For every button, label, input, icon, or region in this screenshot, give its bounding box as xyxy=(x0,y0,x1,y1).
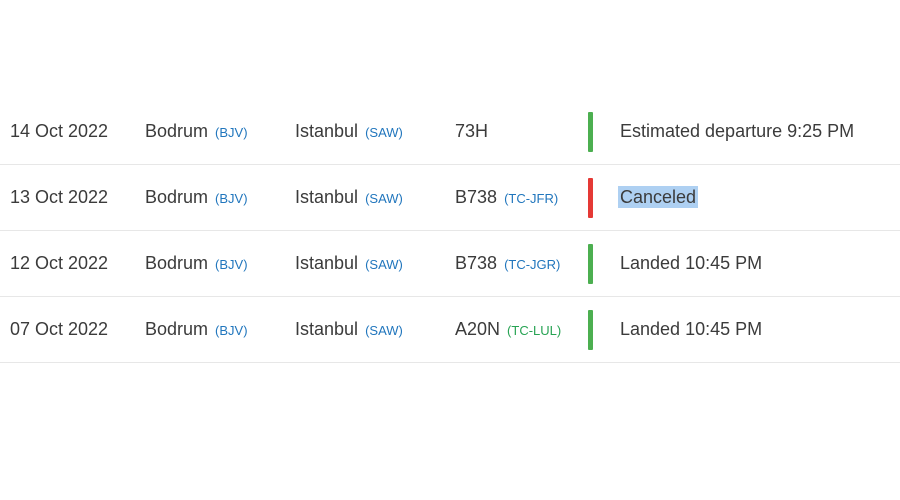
origin-code-link[interactable]: (BJV) xyxy=(215,125,248,140)
destination-code-link[interactable]: (SAW) xyxy=(365,125,403,140)
flight-date: 12 Oct 2022 xyxy=(10,253,109,273)
registration-link[interactable]: (TC-LUL) xyxy=(507,323,562,338)
destination-code-link[interactable]: (SAW) xyxy=(365,257,403,272)
destination-cell: Istanbul (SAW) xyxy=(295,319,455,340)
aircraft-type: A20N xyxy=(455,319,501,339)
flight-date: 13 Oct 2022 xyxy=(10,187,109,207)
destination-city: Istanbul xyxy=(295,253,359,273)
status-cell: Landed 10:45 PM xyxy=(618,319,900,340)
destination-cell: Istanbul (SAW) xyxy=(295,121,455,142)
destination-city: Istanbul xyxy=(295,319,359,339)
status-cell: Canceled xyxy=(618,186,900,208)
destination-code-link[interactable]: (SAW) xyxy=(365,191,403,206)
origin-cell: Bodrum (BJV) xyxy=(145,121,295,142)
status-text: Landed 10:45 PM xyxy=(620,253,763,273)
flight-date: 14 Oct 2022 xyxy=(10,121,109,141)
origin-cell: Bodrum (BJV) xyxy=(145,319,295,340)
destination-city: Istanbul xyxy=(295,121,359,141)
destination-cell: Istanbul (SAW) xyxy=(295,187,455,208)
destination-cell: Istanbul (SAW) xyxy=(295,253,455,274)
flight-date: 07 Oct 2022 xyxy=(10,319,109,339)
flight-row: 07 Oct 2022 Bodrum (BJV) Istanbul (SAW) … xyxy=(0,297,900,363)
origin-cell: Bodrum (BJV) xyxy=(145,187,295,208)
flight-history-table: 14 Oct 2022 Bodrum (BJV) Istanbul (SAW) … xyxy=(0,99,900,363)
origin-code-link[interactable]: (BJV) xyxy=(215,323,248,338)
origin-city: Bodrum xyxy=(145,187,209,207)
aircraft-cell: B738 (TC-JGR) xyxy=(455,253,588,274)
flight-row: 12 Oct 2022 Bodrum (BJV) Istanbul (SAW) … xyxy=(0,231,900,297)
aircraft-type: B738 xyxy=(455,253,498,273)
aircraft-type: B738 xyxy=(455,187,498,207)
origin-city: Bodrum xyxy=(145,121,209,141)
aircraft-cell: B738 (TC-JFR) xyxy=(455,187,588,208)
registration-link[interactable]: (TC-JGR) xyxy=(504,257,561,272)
origin-city: Bodrum xyxy=(145,253,209,273)
status-text: Landed 10:45 PM xyxy=(620,319,763,339)
origin-code-link[interactable]: (BJV) xyxy=(215,257,248,272)
aircraft-cell: A20N (TC-LUL) xyxy=(455,319,588,340)
status-cell: Landed 10:45 PM xyxy=(618,253,900,274)
destination-city: Istanbul xyxy=(295,187,359,207)
status-cell: Estimated departure 9:25 PM xyxy=(618,121,900,142)
status-text: Canceled xyxy=(618,186,699,208)
flight-row: 13 Oct 2022 Bodrum (BJV) Istanbul (SAW) … xyxy=(0,165,900,231)
destination-code-link[interactable]: (SAW) xyxy=(365,323,403,338)
status-indicator-bar xyxy=(588,243,593,284)
status-indicator-bar xyxy=(588,111,593,152)
flight-row: 14 Oct 2022 Bodrum (BJV) Istanbul (SAW) … xyxy=(0,99,900,165)
origin-cell: Bodrum (BJV) xyxy=(145,253,295,274)
origin-code-link[interactable]: (BJV) xyxy=(215,191,248,206)
status-text: Estimated departure 9:25 PM xyxy=(620,121,855,141)
registration-link[interactable]: (TC-JFR) xyxy=(504,191,559,206)
aircraft-cell: 73H xyxy=(455,121,588,142)
status-indicator-bar xyxy=(588,309,593,350)
aircraft-type: 73H xyxy=(455,121,489,141)
origin-city: Bodrum xyxy=(145,319,209,339)
status-indicator-bar xyxy=(588,177,593,218)
